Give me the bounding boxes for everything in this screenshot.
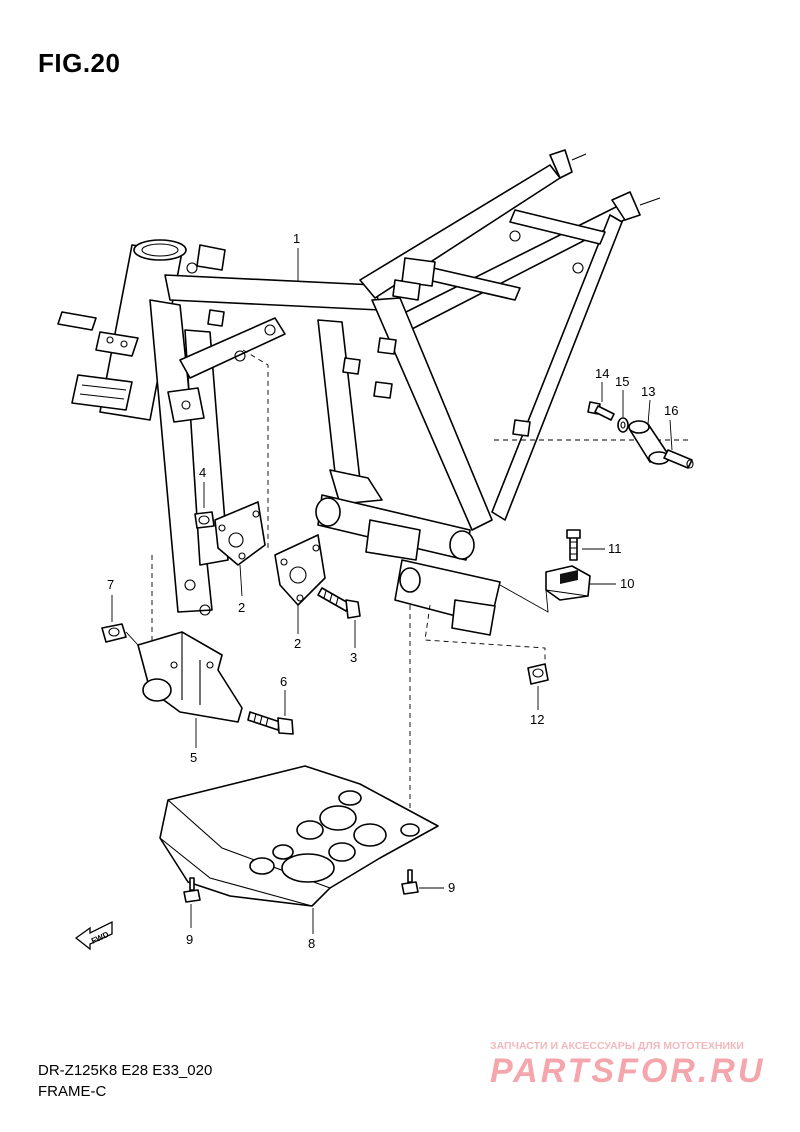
fwd-arrow-icon: FWD bbox=[74, 920, 113, 951]
callout-5: 5 bbox=[190, 750, 197, 765]
callout-9b: 9 bbox=[448, 880, 455, 895]
figure-title: FIG.20 bbox=[38, 48, 121, 78]
nut-12[interactable] bbox=[527, 663, 549, 685]
callout-9a: 9 bbox=[186, 932, 193, 947]
callout-3: 3 bbox=[350, 650, 357, 665]
bolt-6[interactable] bbox=[247, 711, 294, 735]
callout-10: 10 bbox=[620, 576, 634, 591]
footrest-bracket-5[interactable] bbox=[137, 631, 243, 723]
model-code: DR-Z125K8 E28 E33_020 bbox=[38, 1062, 213, 1079]
callout-2b: 2 bbox=[294, 636, 301, 651]
washer-15[interactable] bbox=[617, 417, 629, 433]
callout-4: 4 bbox=[199, 465, 206, 480]
bolt-9-left[interactable] bbox=[183, 877, 201, 903]
callout-2a: 2 bbox=[238, 600, 245, 615]
bolt-9-right[interactable] bbox=[401, 869, 419, 895]
callout-13: 13 bbox=[641, 384, 655, 399]
group-name: FRAME-C bbox=[38, 1083, 107, 1100]
watermark-subtitle: ЗАПЧАСТИ И АКСЕССУАРЫ ДЛЯ МОТОТЕХНИКИ bbox=[490, 1040, 744, 1052]
callout-12: 12 bbox=[530, 712, 544, 727]
callout-16: 16 bbox=[664, 403, 678, 418]
nut-7[interactable] bbox=[101, 623, 127, 643]
bolt-14[interactable] bbox=[587, 401, 615, 421]
engine-bracket-right[interactable] bbox=[274, 534, 326, 606]
main-frame[interactable] bbox=[57, 149, 661, 636]
callout-15: 15 bbox=[615, 374, 629, 389]
engine-bracket-left[interactable] bbox=[214, 501, 266, 566]
bolt-3[interactable] bbox=[317, 587, 361, 619]
bolt-11[interactable] bbox=[566, 529, 581, 561]
callout-7: 7 bbox=[107, 577, 114, 592]
callout-8: 8 bbox=[308, 936, 315, 951]
nut-4[interactable] bbox=[194, 511, 215, 529]
pin-16[interactable] bbox=[663, 449, 694, 469]
watermark-logo: PARTSFOR.RU bbox=[490, 1052, 766, 1090]
skid-plate-8[interactable] bbox=[159, 765, 439, 907]
callout-11: 11 bbox=[608, 541, 622, 556]
cushion-10[interactable] bbox=[545, 565, 591, 601]
callout-14: 14 bbox=[595, 366, 609, 381]
callout-1: 1 bbox=[293, 231, 300, 246]
callout-6: 6 bbox=[280, 674, 287, 689]
spacer-13[interactable] bbox=[628, 420, 670, 465]
